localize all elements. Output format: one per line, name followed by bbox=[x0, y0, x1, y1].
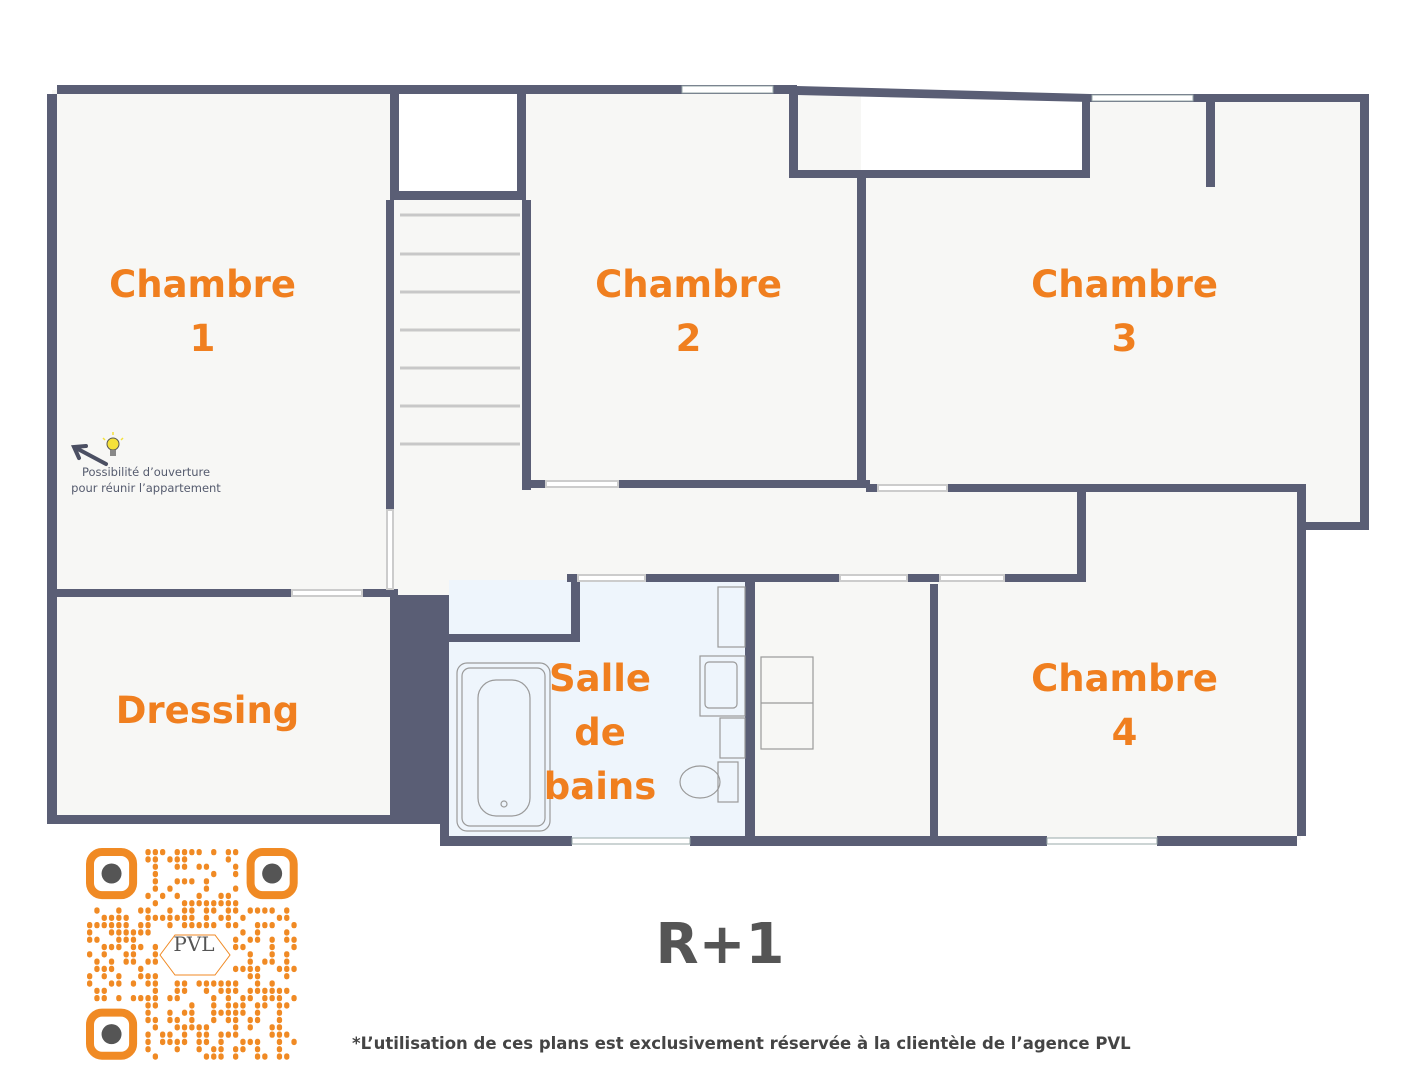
door-openings bbox=[291, 480, 1005, 597]
qr-finder bbox=[86, 848, 138, 900]
room-name: Chambre bbox=[1031, 263, 1218, 306]
room-number: 3 bbox=[1111, 317, 1138, 360]
floors bbox=[52, 90, 1365, 840]
opening-note: Possibilité d’ouverture pour réunir l’app… bbox=[66, 464, 226, 496]
windows bbox=[571, 85, 1194, 845]
room-chambre-1: Chambre 1 bbox=[100, 258, 305, 366]
bathroom-fixtures bbox=[679, 586, 814, 803]
bathroom-floor bbox=[449, 580, 749, 840]
room-name: Dressing bbox=[115, 689, 300, 732]
room-chambre-3: Chambre 3 bbox=[1022, 258, 1227, 366]
note-line: pour réunir l’appartement bbox=[71, 481, 221, 495]
bathtub bbox=[456, 662, 551, 832]
qr-logo: PVL bbox=[173, 932, 215, 956]
room-name-line: Salle bbox=[548, 657, 652, 700]
room-chambre-4: Chambre 4 bbox=[1022, 652, 1227, 760]
footer-disclaimer: *L’utilisation de ces plans est exclusiv… bbox=[352, 1034, 1131, 1053]
walls bbox=[47, 85, 1369, 846]
room-name-line: bains bbox=[543, 765, 657, 808]
room-name: Chambre bbox=[595, 263, 782, 306]
arrow-icon bbox=[71, 444, 108, 466]
room-chambre-2: Chambre 2 bbox=[586, 258, 791, 366]
level-title: R+1 bbox=[655, 912, 785, 977]
qr-finder bbox=[246, 848, 298, 900]
room-name-line: de bbox=[574, 711, 626, 754]
note-line: Possibilité d’ouverture bbox=[81, 465, 211, 479]
room-salle-de-bains: Salle de bains bbox=[530, 652, 670, 814]
qr-code bbox=[86, 848, 298, 1060]
room-number: 4 bbox=[1111, 711, 1138, 754]
room-name: Chambre bbox=[109, 263, 296, 306]
lightbulb-icon bbox=[102, 432, 124, 456]
stairs bbox=[400, 213, 520, 446]
room-dressing: Dressing bbox=[100, 684, 315, 738]
room-name: Chambre bbox=[1031, 657, 1218, 700]
qr-finder bbox=[86, 1008, 138, 1060]
room-number: 2 bbox=[675, 317, 702, 360]
room-number: 1 bbox=[189, 317, 216, 360]
